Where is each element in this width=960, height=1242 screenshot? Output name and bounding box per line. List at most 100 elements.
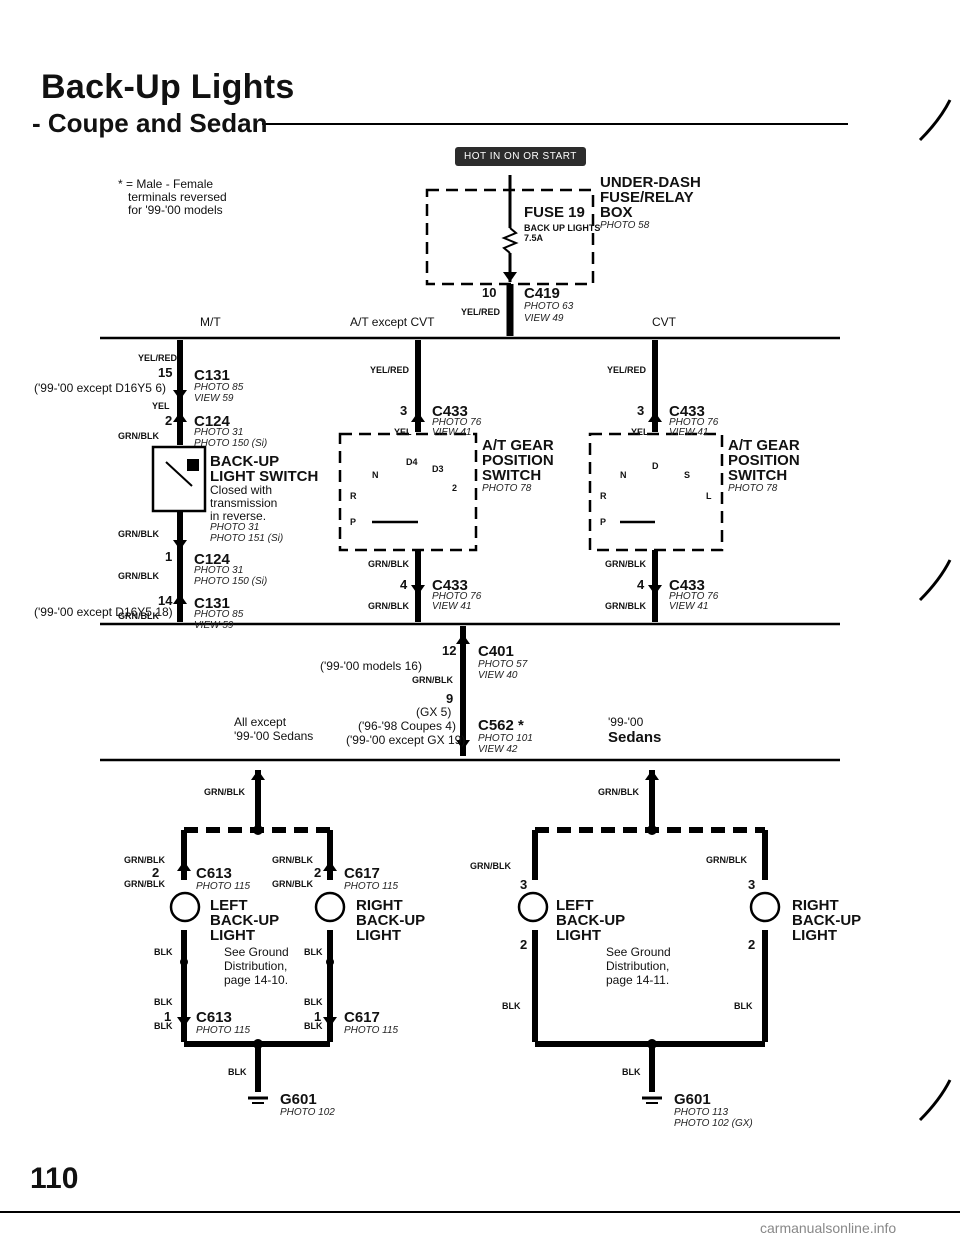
mt-c131-note: ('99-'00 except D16Y5 6): [34, 381, 166, 395]
cvt-wire-yel: YEL: [631, 427, 649, 437]
mt-wire5: GRN/BLK: [118, 611, 159, 621]
c419-wire: YEL/RED: [461, 307, 501, 317]
cvt-pos-d: D: [652, 461, 659, 471]
section-mt: M/T: [200, 315, 221, 329]
mt-c131-b-photo: PHOTO 85: [194, 609, 244, 620]
lb-c613b-photo: PHOTO 115: [196, 1025, 251, 1036]
at-wire-out: GRN/BLK: [368, 559, 409, 569]
lb-ground1: See Ground: [224, 945, 289, 959]
c562-gx: (GX 5): [416, 705, 452, 719]
lb-right-light1: RIGHT: [356, 897, 403, 914]
junction-left-label1: All except: [234, 715, 287, 729]
rb-ground1: See Ground: [606, 945, 671, 959]
at-switch-label3: SWITCH: [482, 467, 542, 484]
lb-ground3: page 14-10.: [224, 973, 289, 987]
at-switch-photo: PHOTO 78: [482, 483, 532, 494]
fuse-box-name2: FUSE/RELAY: [600, 189, 694, 206]
lb-left-light3: LIGHT: [210, 927, 255, 944]
lb-c613: C613: [196, 865, 232, 882]
mt-c124: C124: [194, 413, 230, 430]
lb-wire-d: GRN/BLK: [272, 879, 313, 889]
at-c433: C433: [432, 403, 468, 420]
c419-photo: PHOTO 63: [524, 301, 574, 312]
cvt-pos-n: N: [620, 470, 627, 480]
c401-note: ('99-'00 models 16): [320, 659, 422, 673]
junction-right-label1: '99-'00: [608, 715, 644, 729]
lb-c617b-photo: PHOTO 115: [344, 1025, 399, 1036]
lb-c613-pin: 2: [152, 865, 160, 880]
c419-connector: C419: [524, 285, 560, 302]
at-pin2: 4: [400, 577, 408, 592]
at-switch-label1: A/T GEAR: [482, 437, 554, 454]
at-pos-d3: D3: [432, 464, 444, 474]
cvt-wire-out: GRN/BLK: [605, 559, 646, 569]
c562-connector: C562 *: [478, 717, 524, 734]
backup-switch-photo2: PHOTO 151 (Si): [210, 533, 284, 544]
cvt-switch-label2: POSITION: [728, 452, 800, 469]
watermark: carmanualsonline.info: [760, 1220, 897, 1236]
at-c433-view: VIEW 41: [432, 427, 472, 438]
at-pos-p: P: [350, 517, 357, 527]
note-line2: terminals reversed: [128, 190, 227, 204]
at-c433-b-view: VIEW 41: [432, 601, 472, 612]
rb-wire-top: GRN/BLK: [598, 787, 639, 797]
mt-c131-photo: PHOTO 85: [194, 382, 244, 393]
c401-pin: 12: [442, 643, 457, 658]
rb-g601-photo2: PHOTO 102 (GX): [674, 1118, 753, 1129]
c419-pin: 10: [482, 285, 497, 300]
c562-note1: ('96-'98 Coupes 4): [358, 719, 456, 733]
backup-switch-desc1: Closed with: [210, 483, 273, 497]
lb-right-light3: LIGHT: [356, 927, 401, 944]
at-c433-photo: PHOTO 76: [432, 417, 482, 428]
fuse-circuit: BACK UP LIGHTS: [524, 223, 601, 233]
lb-c617-photo: PHOTO 115: [344, 881, 399, 892]
at-wire-yel: YEL: [394, 427, 412, 437]
mt-c131: C131: [194, 367, 230, 384]
mt-pin1: 15: [158, 365, 173, 380]
at-c433-b: C433: [432, 577, 468, 594]
cvt-c433-b-photo: PHOTO 76: [669, 591, 719, 602]
mt-c131-b: C131: [194, 595, 230, 612]
rb-g601-photo: PHOTO 113: [674, 1107, 729, 1118]
fuse-box-photo: PHOTO 58: [600, 220, 650, 231]
rb-left-light3: LIGHT: [556, 927, 601, 944]
rb-right-light1: RIGHT: [792, 897, 839, 914]
mt-c131-b-view: VIEW 59: [194, 620, 234, 631]
cvt-wire-low: GRN/BLK: [605, 601, 646, 611]
fuse-box-name1: UNDER-DASH: [600, 174, 701, 191]
rb-blk2: BLK: [734, 1001, 753, 1011]
rb-pin-l2: 2: [520, 937, 528, 952]
mt-pin4: 14: [158, 593, 173, 608]
lb-right-light2: BACK-UP: [356, 912, 426, 929]
at-wire-top: YEL/RED: [370, 365, 410, 375]
rb-ground2: Distribution,: [606, 959, 670, 973]
lb-blk5: BLK: [304, 997, 323, 1007]
at-switch-label2: POSITION: [482, 452, 554, 469]
lb-left-light1: LEFT: [210, 897, 248, 914]
mt-c124-photo2: PHOTO 150 (Si): [194, 438, 268, 449]
cvt-c433-b: C433: [669, 577, 705, 594]
rb-wire-b: GRN/BLK: [706, 855, 747, 865]
cvt-switch-label1: A/T GEAR: [728, 437, 800, 454]
at-pin1: 3: [400, 403, 408, 418]
mt-wire3: GRN/BLK: [118, 529, 159, 539]
cvt-c433-b-view: VIEW 41: [669, 601, 709, 612]
mt-pin2: 2: [165, 413, 173, 428]
lb-blk6: BLK: [304, 1021, 323, 1031]
c562-note2: ('99-'00 except GX 19): [346, 733, 466, 747]
c562-pin: 9: [446, 691, 454, 706]
rb-left-light2: BACK-UP: [556, 912, 626, 929]
rb-pin-r2: 2: [748, 937, 756, 952]
c401-photo: PHOTO 57: [478, 659, 528, 670]
mt-c124-b-photo: PHOTO 31: [194, 565, 244, 576]
section-at: A/T except CVT: [350, 315, 435, 329]
lb-g601-photo: PHOTO 102: [280, 1107, 335, 1118]
junction-right-label2: Sedans: [608, 729, 662, 746]
lb-blk7: BLK: [228, 1067, 247, 1077]
rb-blk3: BLK: [622, 1067, 641, 1077]
mt-wire2: GRN/BLK: [118, 431, 159, 441]
cvt-c433-view: VIEW 41: [669, 427, 709, 438]
mt-pin3: 1: [165, 549, 173, 564]
cvt-pin1: 3: [637, 403, 645, 418]
